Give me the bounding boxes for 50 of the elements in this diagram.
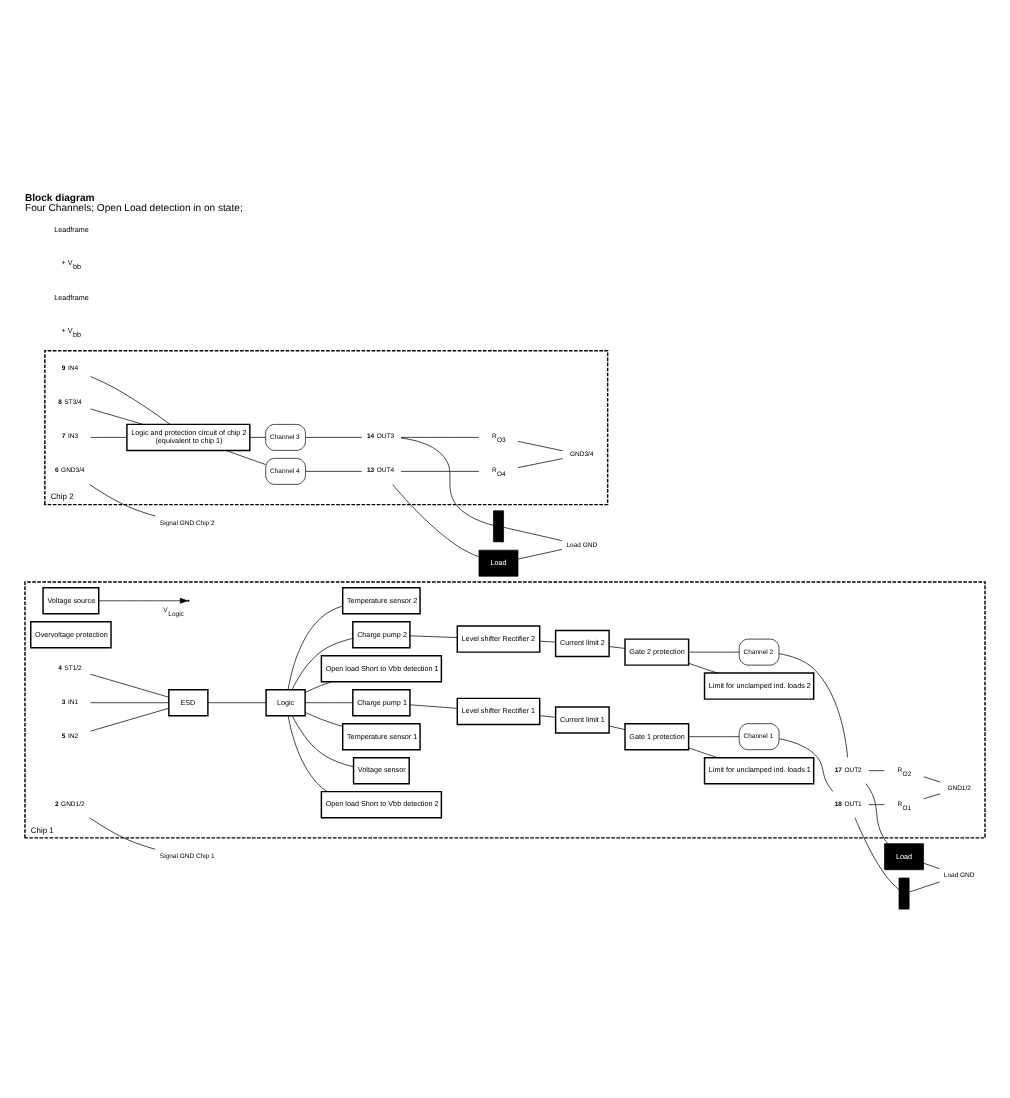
arrow [98,596,188,603]
connector [400,470,480,471]
connector [287,714,328,791]
connector [90,701,170,703]
connector [409,634,458,637]
connector [517,457,564,467]
connector [89,483,156,516]
connector [778,652,848,757]
connector [304,701,354,703]
connector [287,604,343,690]
connector [90,407,144,424]
connector [90,672,170,697]
connector [923,792,941,799]
connector [778,737,834,791]
connector [688,650,740,652]
connector [923,861,940,869]
connector [291,714,354,767]
connector [305,436,363,437]
connector [908,880,940,892]
connector [207,701,267,703]
connector [923,775,941,782]
connector [90,436,128,437]
connector [90,706,170,731]
connector [400,436,480,437]
connector [305,470,363,471]
node-bar [898,876,910,909]
connector [304,710,343,726]
node-bar [493,509,504,542]
connector [868,803,885,804]
connector [90,375,171,424]
connector [503,526,563,540]
connector [688,735,740,737]
connector [400,436,494,525]
connector [517,440,564,451]
connector [89,816,156,849]
connector [539,639,556,642]
connector [608,645,626,648]
connector [409,703,458,708]
connector [688,746,718,757]
connector [688,661,718,673]
connector [539,714,556,717]
connector [865,782,888,843]
connector [517,548,563,559]
connector [291,637,353,689]
connector [854,816,900,890]
connector [249,436,266,437]
connector [304,680,332,692]
connector [225,449,266,464]
connector [608,724,626,729]
connector [392,483,480,557]
